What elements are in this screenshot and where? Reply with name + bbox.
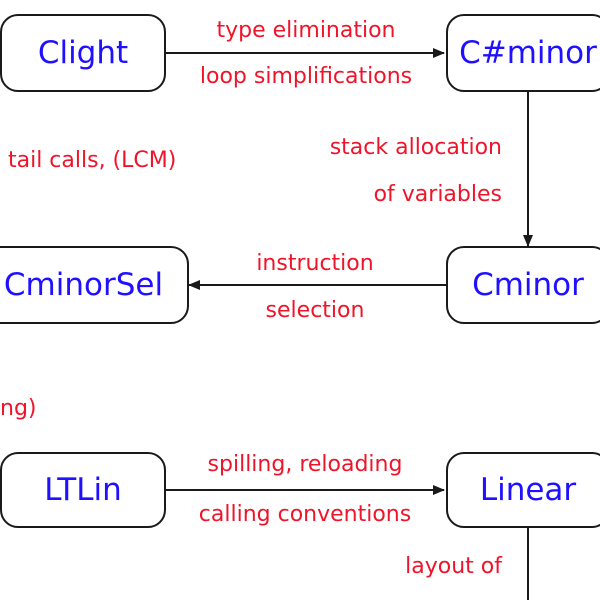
edge-label-type-elimination: type elimination xyxy=(216,18,396,43)
node-cminorsel: CminorSel xyxy=(0,246,189,324)
edge-label-selection: selection xyxy=(265,298,365,323)
edge-label-calling-conventions: calling conventions xyxy=(198,502,412,527)
edge-label-of-variables: of variables xyxy=(373,182,502,207)
fragment-ng: ng) xyxy=(0,396,37,421)
node-linear: Linear xyxy=(446,452,600,528)
node-clight: Clight xyxy=(0,14,166,92)
fragment-tail-calls: , tail calls, (LCM) xyxy=(0,148,177,173)
edge-label-loop-simplifications: loop simplifications xyxy=(199,64,413,89)
edge-label-layout-of: layout of xyxy=(405,554,502,579)
node-ltlin: LTLin xyxy=(0,452,166,528)
edge-label-spilling-reloading: spilling, reloading xyxy=(207,452,403,477)
node-cminor: Cminor xyxy=(446,246,600,324)
edge-label-stack-allocation: stack allocation xyxy=(329,135,502,160)
edge-label-instruction: instruction xyxy=(256,251,374,276)
node-csharpminor: C#minor xyxy=(446,14,600,92)
